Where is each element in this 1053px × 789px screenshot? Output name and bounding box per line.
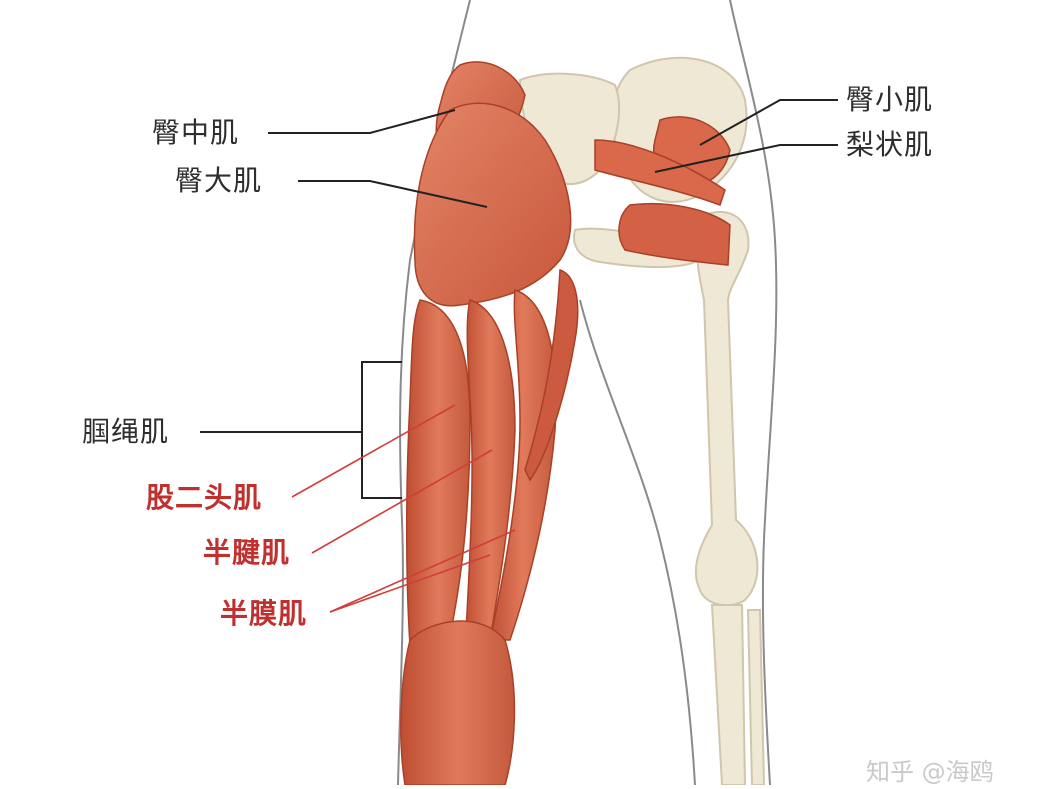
deep-rotator-muscles [618, 202, 731, 266]
hamstring-muscles [400, 268, 579, 786]
semitendinosus-leader [311, 449, 493, 554]
semimembranosus-label: 半膜肌 [220, 597, 308, 630]
semimembranosus-leader-b [329, 554, 491, 613]
adductor-strip [524, 268, 579, 482]
semimembranosus-leader-a [329, 529, 516, 613]
gluteus-maximus-leader [298, 180, 488, 208]
piriformis-muscle [594, 139, 726, 206]
biceps-femoris-leader [291, 404, 456, 498]
hamstrings-label: 腘绳肌 [82, 415, 170, 448]
femur-bone [573, 210, 759, 607]
gluteus-minimus-leader [699, 99, 838, 146]
piriformis-leader [654, 144, 838, 173]
tibia-bone [710, 604, 766, 786]
semitendinosus-label: 半腱肌 [203, 536, 291, 569]
leader-lines-dark [200, 99, 838, 499]
gluteus-medius-leader [268, 109, 456, 134]
hamstrings-bracket [361, 361, 402, 499]
gluteus-maximus-label: 臀大肌 [175, 164, 263, 197]
piriformis-label: 梨状肌 [846, 128, 934, 161]
gluteus-medius-label: 臀中肌 [152, 116, 240, 149]
leader-lines-red [291, 404, 516, 613]
biceps-femoris-label: 股二头肌 [146, 481, 263, 514]
lower-leg-muscle [400, 620, 516, 786]
watermark: 知乎 @海鸥 [866, 758, 994, 786]
gluteus-minimus-label: 臀小肌 [846, 83, 934, 116]
